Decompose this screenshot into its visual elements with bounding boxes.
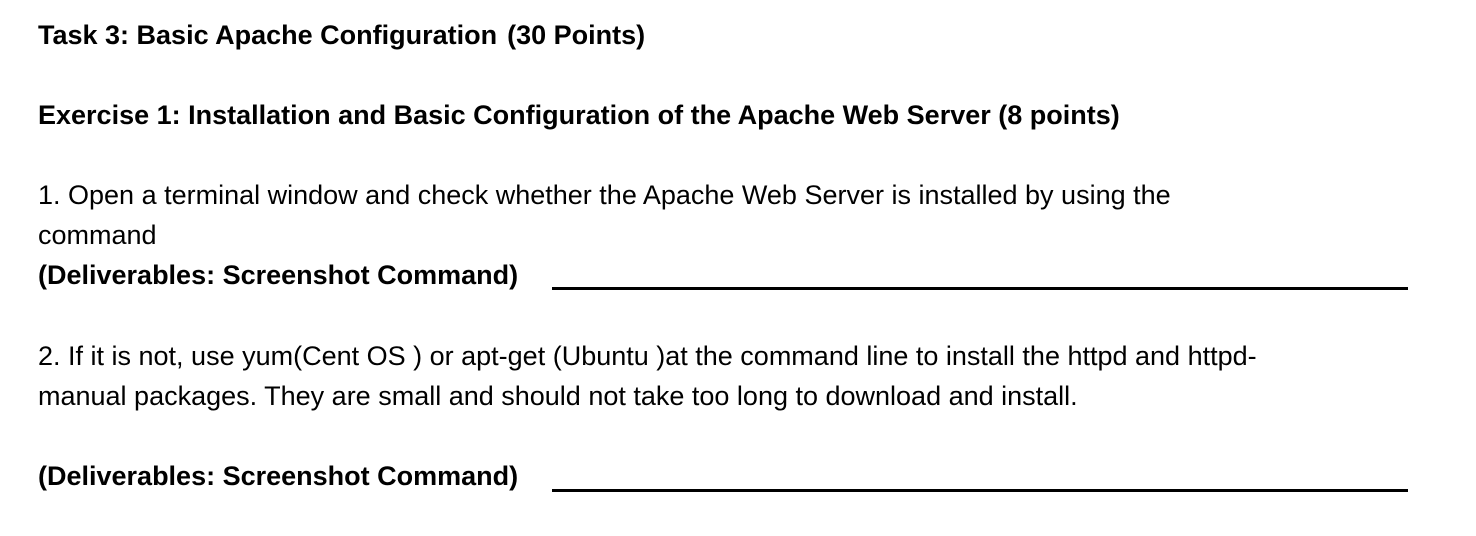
- question-1-line-2: command: [38, 220, 157, 250]
- question-2-line-2: manual packages. They are small and shou…: [38, 381, 1078, 411]
- exercise-title: Exercise 1: Installation and Basic Confi…: [38, 100, 1120, 130]
- question-2-deliverable: (Deliverables: Screenshot Command): [38, 461, 519, 491]
- task-points: (30 Points): [507, 20, 646, 50]
- question-1-line-1: 1. Open a terminal window and check whet…: [38, 180, 1171, 210]
- question-1-deliverable: (Deliverables: Screenshot Command): [38, 260, 519, 290]
- task-heading: Task 3: Basic Apache Configuration (30 Po…: [38, 18, 645, 52]
- question-2-line-1: 2. If it is not, use yum(Cent OS ) or ap…: [38, 341, 1257, 371]
- task-title: Task 3: Basic Apache Configuration: [38, 20, 498, 50]
- question-1-answer-line: [552, 287, 1408, 290]
- question-2-answer-line: [552, 489, 1408, 492]
